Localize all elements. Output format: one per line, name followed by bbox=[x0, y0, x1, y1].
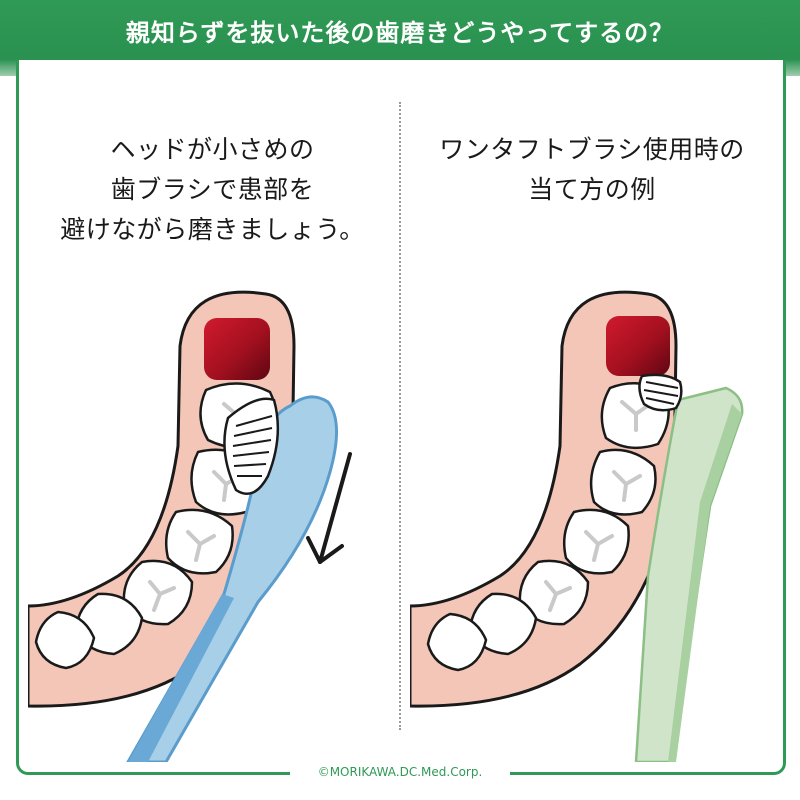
tooth bbox=[34, 610, 96, 670]
left-caption-line-2: 歯ブラシで患部を bbox=[110, 175, 315, 204]
tooth bbox=[426, 612, 488, 672]
panel-divider bbox=[399, 102, 401, 730]
tooth-grooves bbox=[544, 400, 652, 612]
left-illustration bbox=[28, 290, 352, 762]
left-caption: ヘッドが小さめの 歯ブラシで患部を 避けながら磨きましょう。 bbox=[40, 130, 385, 250]
downward-arrow bbox=[306, 452, 352, 564]
one-tuft-brush bbox=[634, 373, 744, 762]
extraction-site bbox=[204, 318, 270, 380]
right-caption-line-1: ワンタフトブラシ使用時の bbox=[439, 135, 745, 164]
extraction-site bbox=[606, 316, 670, 376]
right-illustration bbox=[410, 290, 744, 762]
left-caption-line-3: 避けながら磨きましょう。 bbox=[60, 215, 365, 244]
toothbrush bbox=[126, 395, 339, 762]
right-caption-line-2: 当て方の例 bbox=[528, 175, 656, 204]
copyright-notice: ©MORIKAWA.DC.Med.Corp. bbox=[290, 762, 510, 782]
right-caption: ワンタフトブラシ使用時の 当て方の例 bbox=[412, 130, 772, 210]
tuft-bristles bbox=[638, 373, 683, 412]
bristles bbox=[223, 397, 280, 495]
left-caption-line-1: ヘッドが小さめの bbox=[110, 135, 315, 164]
page-title: 親知らずを抜いた後の歯磨きどうやってするの？ bbox=[125, 19, 675, 47]
